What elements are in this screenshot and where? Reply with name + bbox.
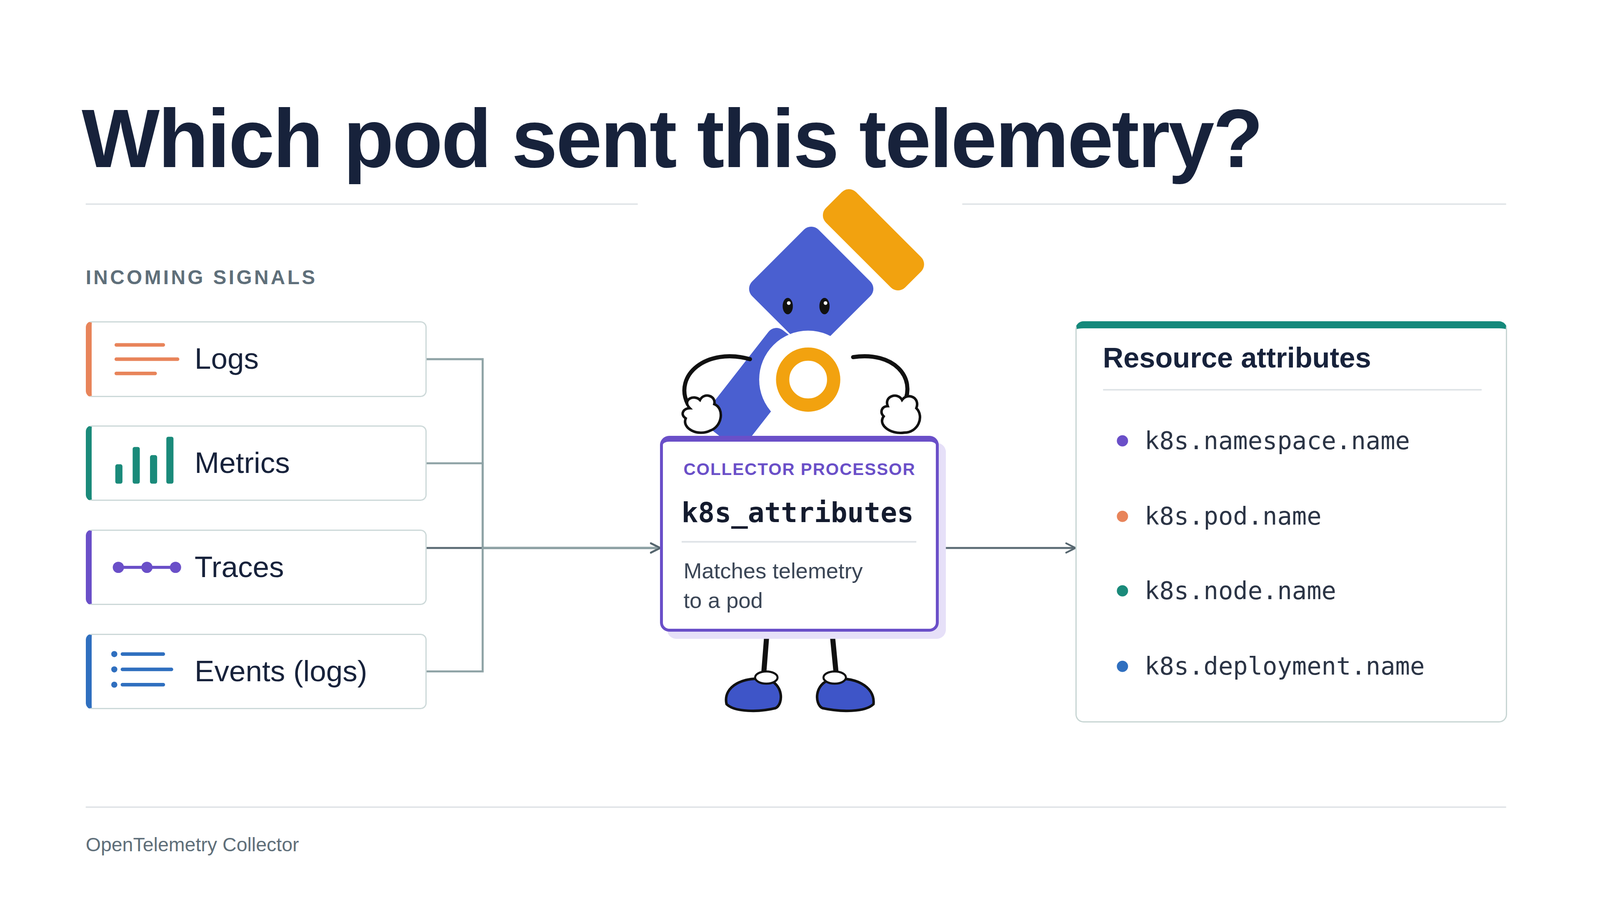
divider <box>681 541 917 543</box>
mascot-ring <box>759 330 858 429</box>
icon-line <box>116 371 155 376</box>
icon-line <box>122 652 164 657</box>
attribute-name: k8s.deployment.name <box>1144 651 1425 682</box>
shoe-cuff <box>823 671 846 684</box>
connector <box>426 463 661 548</box>
processor-kind: COLLECTOR PROCESSOR <box>683 459 916 480</box>
bullet <box>1116 435 1128 447</box>
metrics-icon <box>115 436 174 484</box>
icon-line <box>117 565 177 569</box>
icon-dot <box>170 561 182 573</box>
title-rule <box>85 203 638 205</box>
signal-name: Metrics <box>194 445 290 481</box>
processor-box: COLLECTOR PROCESSOR k8s_attributesMatches… <box>660 435 939 632</box>
signal-box: Events (logs) <box>85 633 427 710</box>
signal-box: Metrics <box>85 425 427 501</box>
attribute-name: k8s.pod.name <box>1144 501 1322 532</box>
icon-bar <box>132 447 140 484</box>
icon-bar <box>166 436 174 484</box>
signal-name: Events (logs) <box>194 653 368 689</box>
connector <box>938 547 1076 550</box>
bullet <box>1116 585 1128 597</box>
signal-box: Logs <box>85 321 427 397</box>
icon-dot <box>111 666 118 673</box>
icon-line <box>116 342 164 347</box>
signal-box: Traces <box>85 529 427 605</box>
section-label: INCOMING SIGNALS <box>85 265 318 290</box>
divider <box>1102 389 1482 391</box>
caption: OpenTelemetry Collector <box>85 833 300 857</box>
icon-line <box>116 357 178 362</box>
title: Which pod sent this telemetry? <box>81 97 1262 180</box>
connector <box>426 547 661 672</box>
icon-line <box>122 667 172 672</box>
icon-dot <box>111 650 118 658</box>
panel-heading: Resource attributes <box>1102 340 1372 375</box>
bullet <box>1116 510 1128 523</box>
attributes-panel: Resource attributes k8s.namespace.name k8s… <box>1075 321 1508 723</box>
icon-dot <box>141 561 153 573</box>
signal-name: Traces <box>194 549 284 585</box>
title-rule <box>962 203 1506 205</box>
traces-icon <box>112 561 182 573</box>
logs-icon <box>116 345 178 374</box>
icon-dot <box>112 561 125 573</box>
mascot-eye <box>782 297 793 315</box>
icon-line <box>122 682 164 687</box>
icon-dot <box>111 681 118 688</box>
attribute-name: k8s.namespace.name <box>1144 426 1410 456</box>
mascot-ring <box>782 354 834 405</box>
shoe-cuff <box>755 671 778 684</box>
eye-highlight <box>787 301 791 305</box>
footer-rule <box>85 806 1507 808</box>
attribute-name: k8s.node.name <box>1144 576 1337 606</box>
mascot-shoe <box>817 678 874 711</box>
mascot-eye <box>819 297 830 315</box>
processor-description: Matches telemetry to a pod <box>683 555 883 615</box>
signal-name: Logs <box>194 341 259 377</box>
events-icon <box>111 650 172 688</box>
eye-highlight <box>823 301 828 305</box>
mascot-glove <box>881 395 920 433</box>
processor-name: k8s_attributes <box>681 496 914 530</box>
bullet <box>1116 660 1128 673</box>
mascot-glove <box>682 395 721 433</box>
icon-bar <box>150 455 158 484</box>
connector <box>426 359 661 548</box>
icon-bar <box>115 464 123 484</box>
